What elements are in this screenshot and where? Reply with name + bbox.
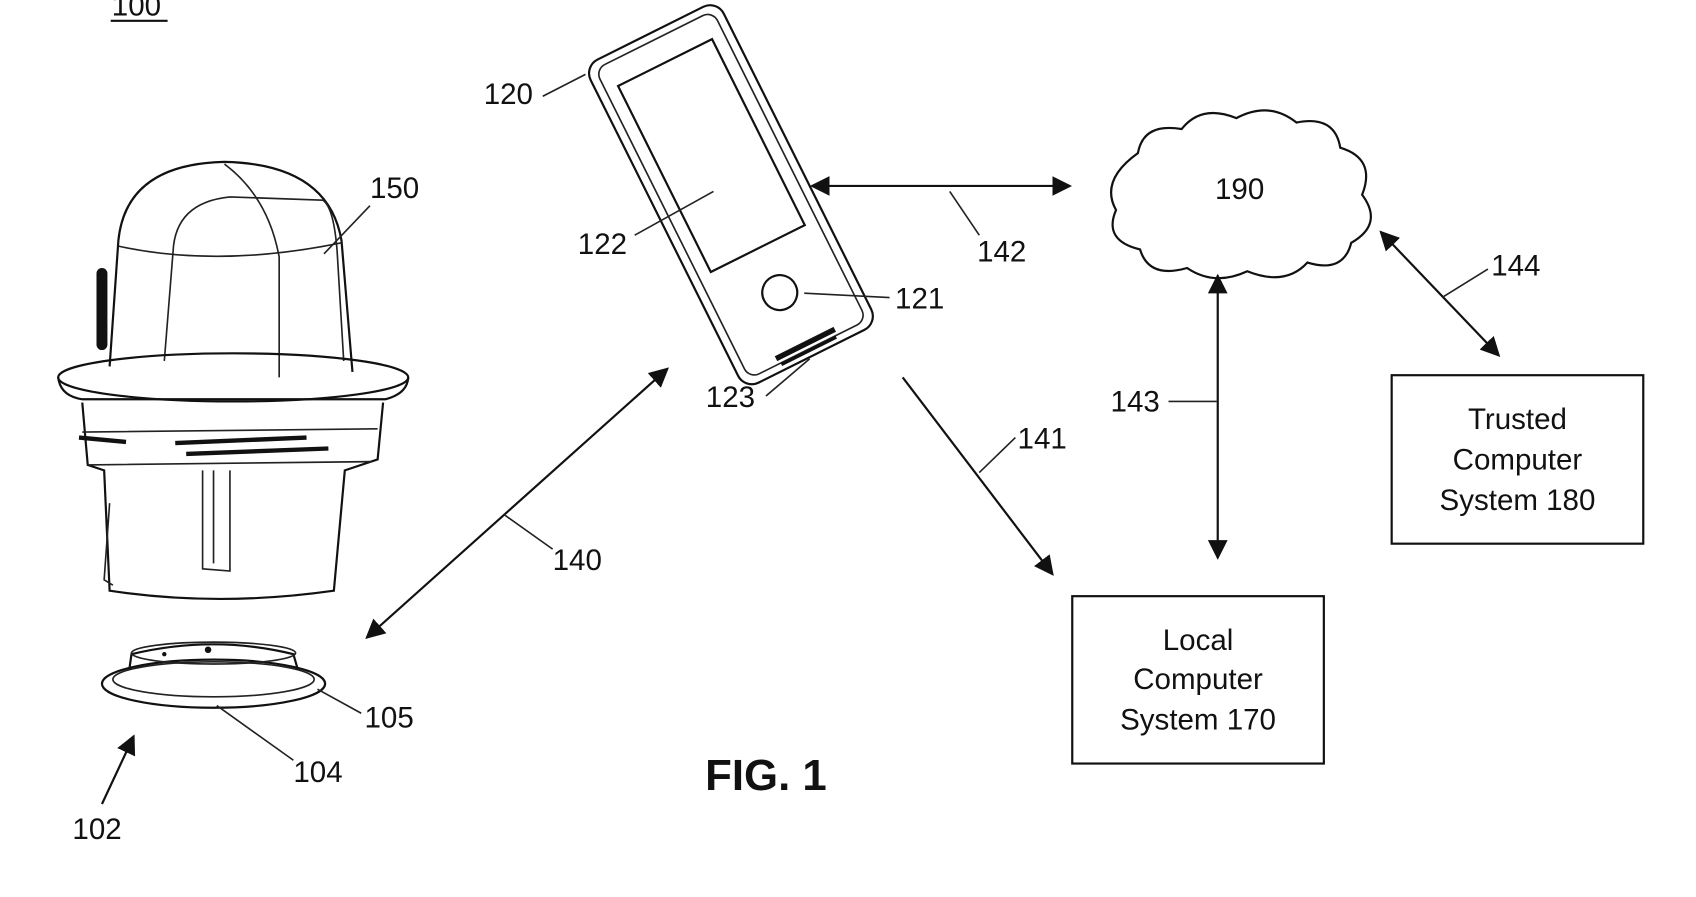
arrow-141 (903, 377, 1053, 574)
label-140: 140 (553, 544, 602, 577)
arrow-102 (102, 736, 134, 804)
leader-120 (543, 74, 586, 96)
label-102: 102 (72, 813, 121, 846)
system-ref-label: 100 (112, 0, 161, 22)
leader-121 (804, 293, 889, 297)
trusted-box-line-2: Computer (1453, 443, 1583, 476)
trusted-computer-system-box: Trusted Computer System 180 (1392, 375, 1644, 543)
arrow-144 (1381, 232, 1499, 356)
label-141: 141 (1018, 423, 1067, 456)
label-122: 122 (578, 228, 627, 261)
local-box-line-1: Local (1163, 624, 1234, 657)
sensor-device-illustration (58, 162, 408, 599)
label-104: 104 (293, 756, 342, 789)
leader-142 (950, 191, 980, 235)
arrow-140 (367, 369, 668, 638)
label-150: 150 (370, 172, 419, 205)
phone-port (775, 327, 836, 361)
base-unit-illustration (102, 642, 325, 708)
label-142: 142 (977, 235, 1026, 268)
leader-141 (979, 438, 1015, 473)
label-105: 105 (364, 701, 413, 734)
leader-140 (503, 514, 552, 549)
device-side-slot (96, 268, 107, 350)
leader-123 (766, 359, 810, 396)
local-box-line-3: System 170 (1120, 704, 1276, 737)
local-computer-system-box: Local Computer System 170 (1072, 596, 1324, 763)
label-144: 144 (1491, 250, 1540, 283)
phone-screen (618, 39, 805, 272)
leader-105 (317, 689, 361, 713)
label-190: 190 (1215, 173, 1264, 206)
figure-caption: FIG. 1 (705, 751, 827, 800)
leader-104 (217, 706, 294, 761)
label-121: 121 (895, 282, 944, 315)
phone-home-button[interactable] (756, 269, 803, 316)
phone-illustration (584, 0, 878, 389)
leader-144 (1442, 269, 1488, 297)
trusted-box-line-3: System 180 (1440, 484, 1596, 517)
local-box-line-2: Computer (1133, 663, 1263, 696)
label-120: 120 (484, 78, 533, 111)
label-123: 123 (706, 381, 755, 414)
label-143: 143 (1111, 385, 1160, 418)
trusted-box-line-1: Trusted (1468, 403, 1567, 436)
